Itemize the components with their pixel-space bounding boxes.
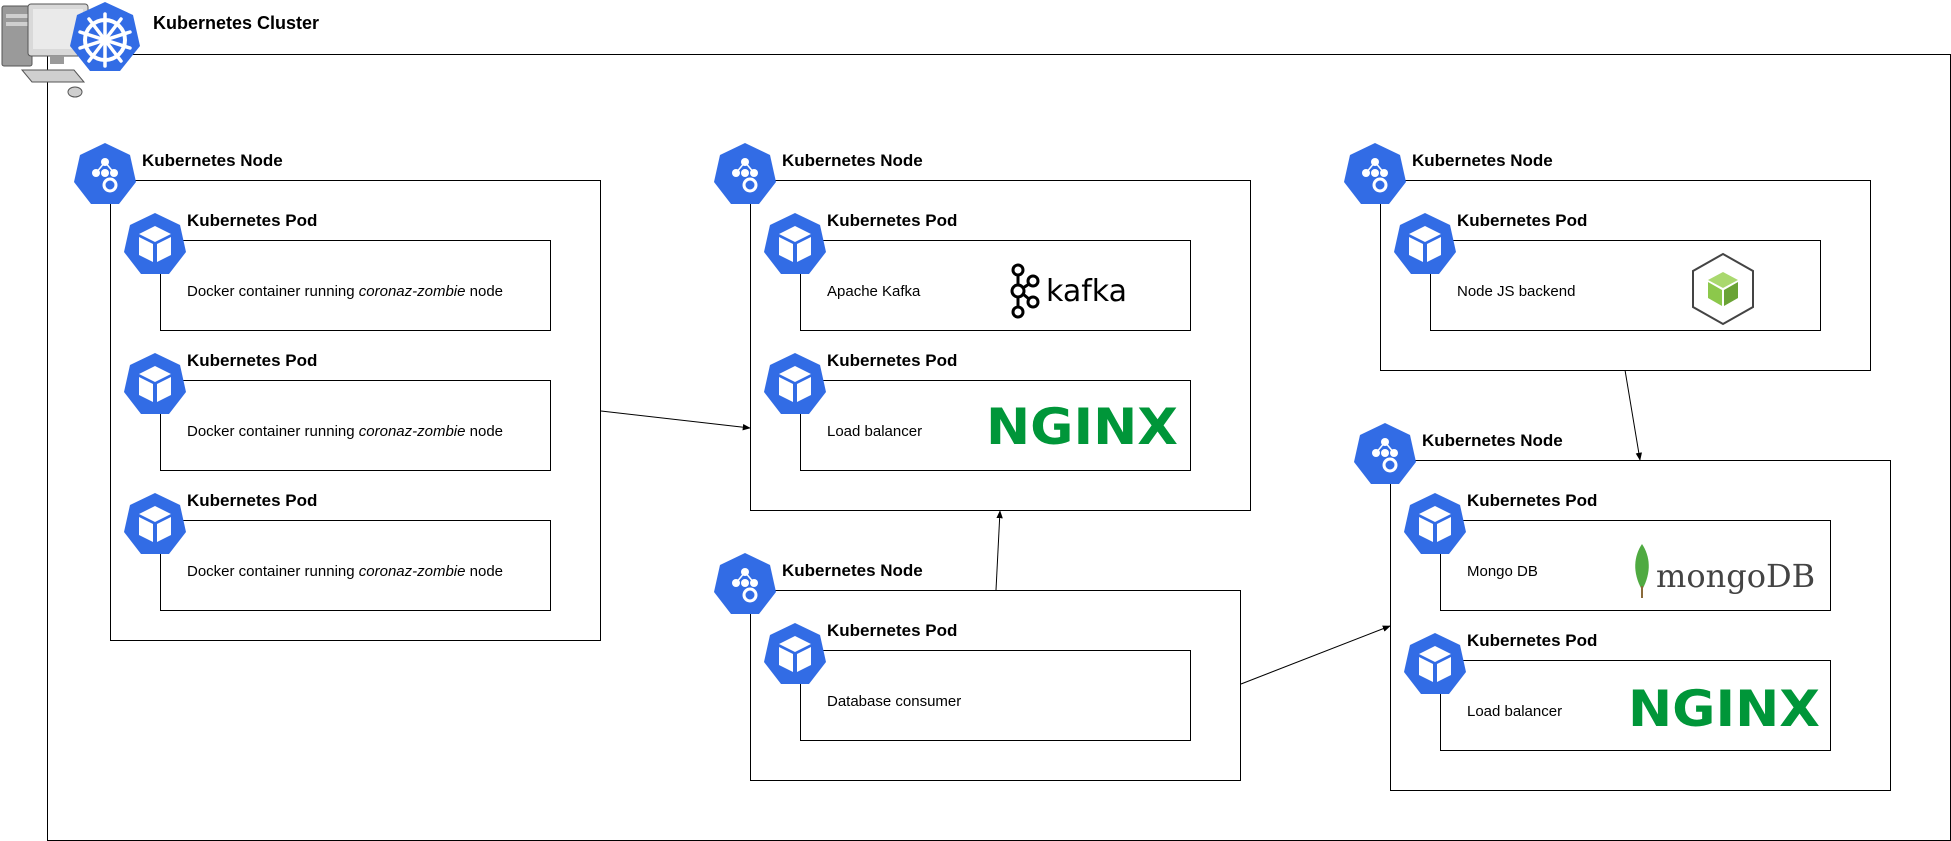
pod-box bbox=[800, 240, 1191, 331]
kubernetes-node-icon bbox=[72, 142, 138, 208]
kubernetes-node-icon bbox=[1352, 422, 1418, 488]
kubernetes-pod-icon bbox=[762, 352, 828, 418]
kubernetes-pod-icon bbox=[1402, 492, 1468, 558]
kubernetes-pod-icon bbox=[122, 492, 188, 558]
arrow-node4-node5 bbox=[1624, 369, 1642, 461]
pod-title: Kubernetes Pod bbox=[827, 351, 958, 370]
kubernetes-node-icon bbox=[712, 552, 778, 618]
kubernetes-pod-icon bbox=[762, 212, 828, 278]
node-title: Kubernetes Node bbox=[1412, 151, 1553, 170]
arrow-node3-node2 bbox=[995, 510, 1003, 591]
pod-box bbox=[160, 380, 551, 471]
pod-title: Kubernetes Pod bbox=[827, 621, 958, 640]
pod-text-italic: coronaz-zombie bbox=[358, 563, 466, 580]
kubernetes-pod-icon bbox=[762, 622, 828, 688]
pod-description: Node JS backend bbox=[1457, 283, 1576, 300]
kubernetes-node-icon bbox=[1342, 142, 1408, 208]
pod-title: Kubernetes Pod bbox=[187, 211, 318, 230]
pod-title: Kubernetes Pod bbox=[187, 351, 318, 370]
pod-text-italic: coronaz-zombie bbox=[358, 283, 466, 300]
node-title: Kubernetes Node bbox=[142, 151, 283, 170]
pod-description: Mongo DB bbox=[1467, 563, 1538, 580]
pod-description: Load balancer bbox=[1467, 703, 1563, 720]
nodejs-cube-icon bbox=[1690, 252, 1756, 326]
kafka-logo-text: kafka bbox=[1046, 274, 1127, 309]
nginx-logo-text: NGINX bbox=[1628, 682, 1820, 732]
nginx-logo-text: NGINX bbox=[986, 400, 1178, 450]
mongodb-logo-text: mongoDB. bbox=[1656, 557, 1818, 595]
pod-box bbox=[800, 380, 1191, 471]
kubernetes-node-icon bbox=[712, 142, 778, 208]
pod-title: Kubernetes Pod bbox=[1467, 491, 1598, 510]
pod-title: Kubernetes Pod bbox=[187, 491, 318, 510]
kubernetes-pod-icon bbox=[122, 352, 188, 418]
pod-title: Kubernetes Pod bbox=[827, 211, 958, 230]
nginx-logo: NGINX bbox=[1628, 680, 1824, 738]
pod-box bbox=[160, 240, 551, 331]
pod-box bbox=[800, 650, 1191, 741]
pod-description: Database consumer bbox=[827, 693, 962, 710]
arrow-node3-node5 bbox=[1240, 625, 1391, 685]
pod-box bbox=[160, 520, 551, 611]
pod-text-suffix: node bbox=[465, 563, 504, 580]
kubernetes-pod-icon bbox=[122, 212, 188, 278]
pod-title: Kubernetes Pod bbox=[1457, 211, 1588, 230]
arrow-node1-node2 bbox=[600, 410, 751, 431]
node-title: Kubernetes Node bbox=[1422, 431, 1563, 450]
pod-title: Kubernetes Pod bbox=[1467, 631, 1598, 650]
pod-box bbox=[1440, 660, 1831, 751]
pod-text-suffix: node bbox=[465, 283, 504, 300]
kubernetes-cluster-icon bbox=[67, 0, 143, 76]
pod-description: Docker container running coronaz-zombie … bbox=[187, 563, 503, 580]
pod-description: Docker container running coronaz-zombie … bbox=[187, 423, 503, 440]
cluster-title: Kubernetes Cluster bbox=[153, 13, 320, 33]
pod-text-italic: coronaz-zombie bbox=[358, 423, 466, 440]
pod-box bbox=[1430, 240, 1821, 331]
pod-description: Apache Kafka bbox=[827, 283, 921, 300]
pod-text-prefix: Docker container running bbox=[187, 563, 359, 580]
pod-description: Docker container running coronaz-zombie … bbox=[187, 283, 503, 300]
pod-text-suffix: node bbox=[465, 423, 504, 440]
nginx-logo: NGINX bbox=[986, 398, 1182, 456]
kafka-logo: kafka bbox=[1000, 262, 1130, 320]
kubernetes-pod-icon bbox=[1402, 632, 1468, 698]
pod-text-prefix: Docker container running bbox=[187, 423, 359, 440]
kubernetes-pod-icon bbox=[1392, 212, 1458, 278]
node-title: Kubernetes Node bbox=[782, 561, 923, 580]
node-title: Kubernetes Node bbox=[782, 151, 923, 170]
mongodb-logo: mongoDB. bbox=[1628, 542, 1825, 600]
pod-description: Load balancer bbox=[827, 423, 923, 440]
pod-text-prefix: Docker container running bbox=[187, 283, 359, 300]
